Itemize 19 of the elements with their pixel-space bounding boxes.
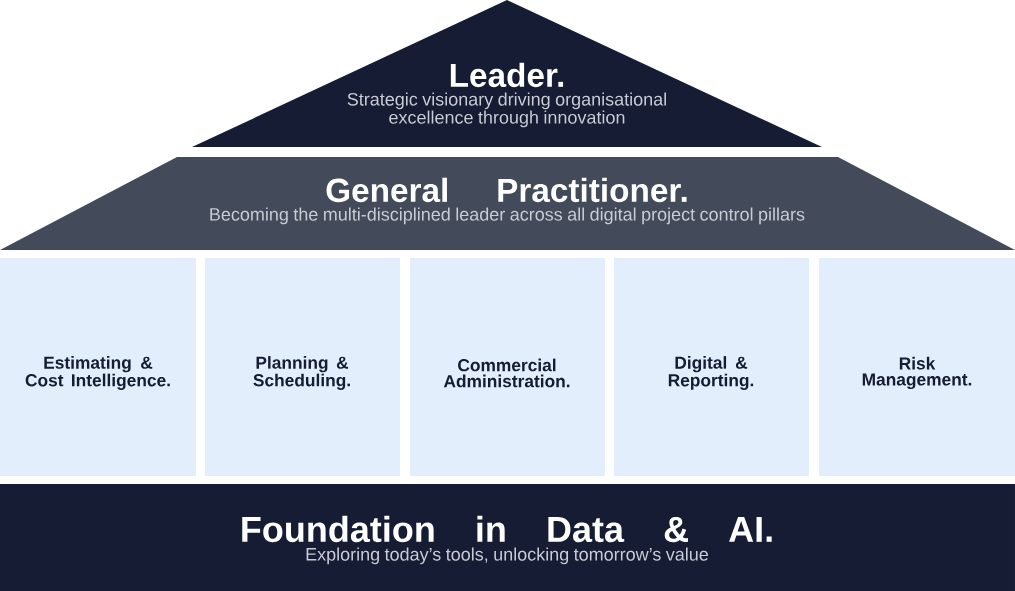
- subheading: Strategic visionary driving organisational excellence through innovation: [347, 92, 666, 128]
- subheading: Becoming the multi-disciplined leader across all digital project control pillars: [210, 207, 805, 225]
- roof-band: [0, 157, 1015, 250]
- pillar-label: Estimating & Cost Intelligence.: [25, 356, 170, 390]
- heading: Leader.: [450, 62, 564, 88]
- heading: General Practitioner.: [326, 177, 687, 203]
- foundation-band: [0, 484, 1015, 591]
- pillar-box: [614, 258, 809, 476]
- roof-triangle: [192, 0, 822, 147]
- pillar-label: Commercial Administration.: [443, 358, 570, 388]
- pillar-label: Risk Management.: [862, 356, 972, 390]
- pillar-box: [205, 258, 400, 476]
- pillar-box: [0, 258, 196, 476]
- subheading: Exploring today’s tools, unlocking tomorrow’s value: [306, 547, 708, 565]
- pillar-box: [819, 258, 1015, 476]
- pillar-box: [410, 258, 605, 476]
- pillar-label: Planning & Scheduling.: [253, 356, 350, 390]
- pillar-label: Digital & Reporting.: [668, 356, 754, 390]
- heading: Foundation in Data & AI.: [242, 515, 772, 543]
